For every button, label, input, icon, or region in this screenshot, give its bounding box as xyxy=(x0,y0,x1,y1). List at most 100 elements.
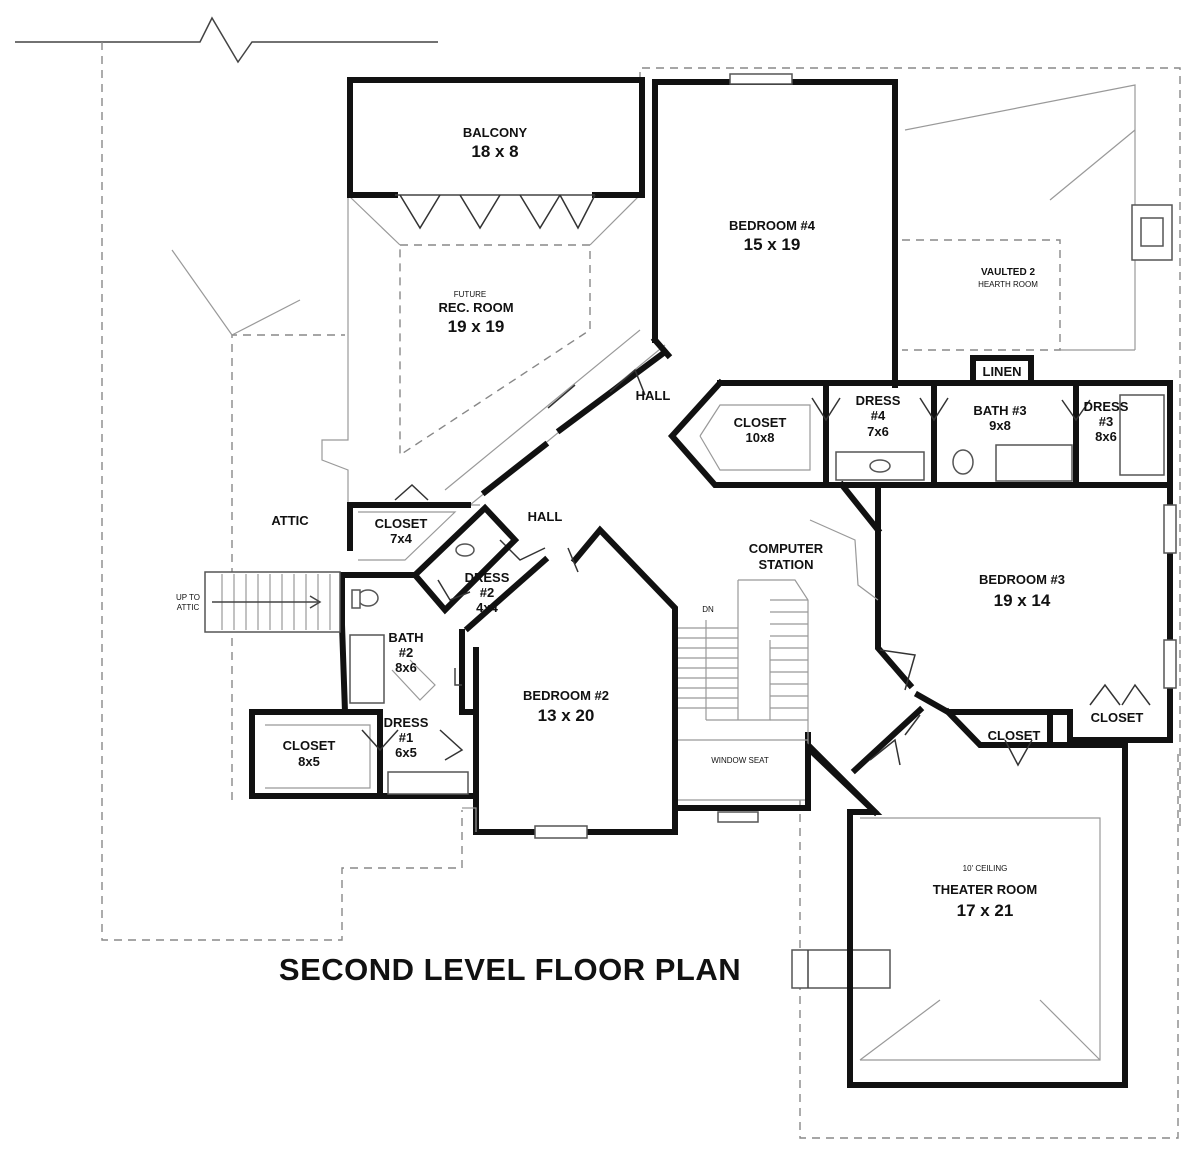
rec-room-tray xyxy=(399,244,591,457)
door xyxy=(919,397,949,422)
sink xyxy=(869,459,891,473)
theater-size: 17 x 21 xyxy=(957,901,1014,920)
plan-title: SECOND LEVEL FLOOR PLAN xyxy=(279,952,741,987)
door xyxy=(1089,683,1121,706)
hall-upper-label: HALL xyxy=(636,388,671,403)
door-swing xyxy=(904,714,921,736)
hall-wall-lower xyxy=(480,440,550,497)
dress1-num: #1 xyxy=(399,730,413,745)
dress2-num: #2 xyxy=(480,585,494,600)
tray-line xyxy=(1039,999,1101,1061)
balcony-door xyxy=(399,194,441,230)
dress2-label: DRESS xyxy=(465,570,510,585)
rec-room-outline xyxy=(321,195,480,506)
closet7-size: 7x4 xyxy=(390,531,412,546)
roof-ridge-right xyxy=(904,84,1136,350)
bedroom4-size: 15 x 19 xyxy=(744,235,801,254)
linen-closet xyxy=(970,355,1034,386)
closet-b3-label: CLOSET xyxy=(1091,710,1144,725)
hall-door xyxy=(609,368,646,396)
vaulted-label: VAULTED 2 xyxy=(981,267,1036,278)
door xyxy=(361,729,399,752)
attic-inner-line xyxy=(231,334,345,800)
rec-room-size: 19 x 19 xyxy=(448,317,505,336)
bedroom3-walls xyxy=(875,482,915,690)
attic-label: ATTIC xyxy=(271,513,309,528)
closet10-size: 10x8 xyxy=(746,430,775,445)
computer-label-1: COMPUTER xyxy=(749,541,824,556)
stair-treads xyxy=(676,599,808,721)
bath2-size: 8x6 xyxy=(395,660,417,675)
balcony-door xyxy=(559,194,596,230)
bedroom3-label: BEDROOM #3 xyxy=(979,572,1065,587)
bedroom3-size: 19 x 14 xyxy=(994,591,1051,610)
balcony-door xyxy=(459,194,501,230)
rec-room-note: FUTURE xyxy=(454,290,486,299)
up-to-attic-2: ATTIC xyxy=(177,603,200,612)
dress3-num: #3 xyxy=(1099,414,1113,429)
theater-roof-outline xyxy=(799,750,1179,1139)
door xyxy=(1004,739,1033,767)
stair-outline xyxy=(738,579,809,800)
counter xyxy=(1119,394,1165,476)
dn-label: DN xyxy=(702,605,714,614)
bedroom3-walls xyxy=(913,482,1173,743)
hall-wall-upper xyxy=(555,347,670,435)
balcony-size: 18 x 8 xyxy=(471,142,518,161)
door xyxy=(811,397,841,422)
balcony-label: BALCONY xyxy=(463,125,528,140)
vaulted-outline xyxy=(902,239,1061,351)
closet10-label: CLOSET xyxy=(734,415,787,430)
closet7-label: CLOSET xyxy=(375,516,428,531)
window xyxy=(1163,639,1177,689)
bath2-label: BATH xyxy=(388,630,423,645)
closet-shelf xyxy=(699,404,811,471)
theater-walls xyxy=(943,707,1053,748)
dress1-size: 6x5 xyxy=(395,745,417,760)
computer-station-counter xyxy=(809,519,879,601)
window xyxy=(1163,504,1177,554)
window xyxy=(729,73,793,85)
door-swing xyxy=(567,547,579,573)
roof-outline-right xyxy=(639,67,1181,830)
bedroom2-walls xyxy=(473,525,678,835)
closet7-walls xyxy=(347,502,471,551)
bedroom4-label: BEDROOM #4 xyxy=(729,218,816,233)
closet-theater-label: CLOSET xyxy=(988,728,1041,743)
bump-out xyxy=(791,949,891,989)
theater-note: 10' CEILING xyxy=(963,864,1008,873)
bath3-label: BATH #3 xyxy=(973,403,1026,418)
theater-door xyxy=(869,738,901,766)
break-line xyxy=(15,16,438,64)
roof-ridge-line xyxy=(1049,129,1136,201)
bathtub xyxy=(349,634,385,704)
bedroom2-label: BEDROOM #2 xyxy=(523,688,609,703)
hall-lower-label: HALL xyxy=(528,509,563,524)
up-to-attic-1: UP TO xyxy=(176,593,200,602)
bedroom3-door xyxy=(879,649,916,691)
dress4-num: #4 xyxy=(871,408,886,423)
roof-hip-line xyxy=(231,299,301,336)
toilet xyxy=(357,589,379,607)
dress2-walls xyxy=(410,503,520,615)
balcony-walls xyxy=(347,77,645,198)
dress3-size: 8x6 xyxy=(1095,429,1117,444)
door xyxy=(394,483,429,501)
window xyxy=(534,825,588,839)
tray-line xyxy=(859,999,941,1061)
door-swing xyxy=(547,384,576,409)
dress4-size: 7x6 xyxy=(867,424,889,439)
door xyxy=(1121,683,1151,706)
rec-room-label: REC. ROOM xyxy=(438,300,513,315)
dress1-label: DRESS xyxy=(384,715,429,730)
dress3-label: DRESS xyxy=(1084,399,1129,414)
theater-label: THEATER ROOM xyxy=(933,882,1037,897)
bedroom4-walls xyxy=(652,79,898,388)
theater-ceiling-tray xyxy=(860,817,1101,1061)
balcony-door xyxy=(519,194,561,230)
closet8-size: 8x5 xyxy=(298,754,320,769)
bathtub xyxy=(995,444,1073,482)
door xyxy=(437,579,471,601)
computer-label-2: STATION xyxy=(758,557,813,572)
